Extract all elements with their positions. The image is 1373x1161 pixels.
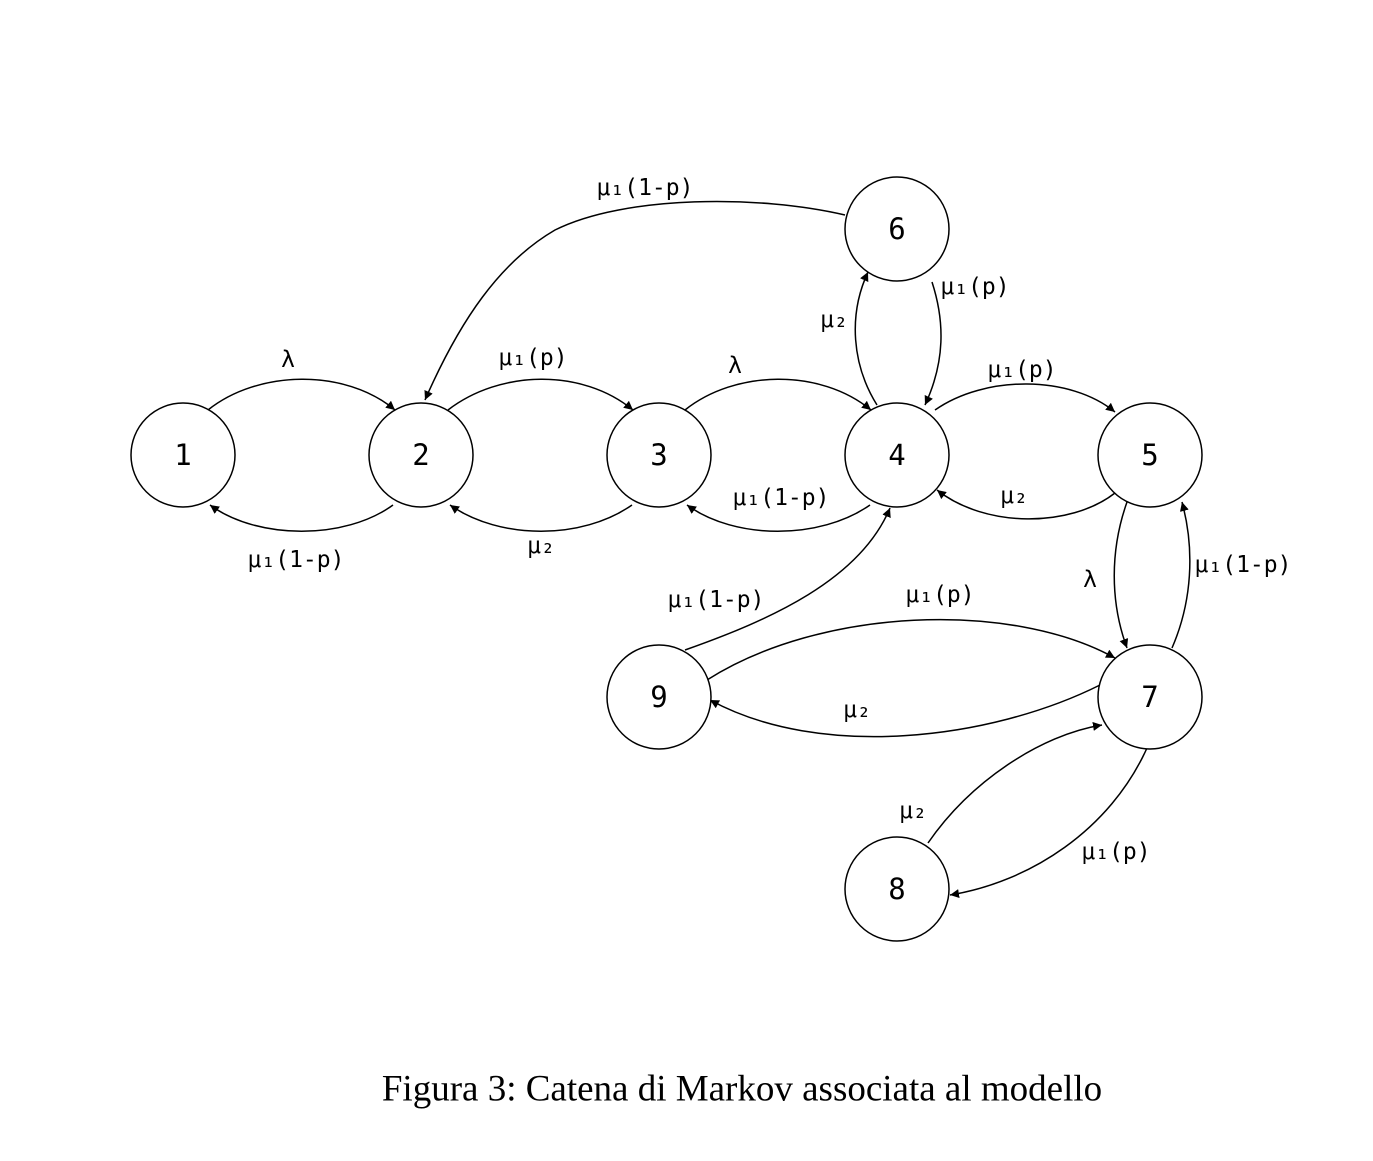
label-9-to-4: μ₁(1-p): [668, 587, 765, 613]
label-4-to-6: μ₂: [820, 307, 848, 333]
label-3-to-2: μ₂: [527, 533, 555, 559]
state-9-label: 9: [650, 680, 667, 714]
state-1-label: 1: [174, 438, 191, 472]
state-9: 9: [606, 644, 712, 750]
edge-3-to-4: [684, 378, 872, 411]
state-5: 5: [1097, 402, 1203, 508]
edge-8-to-7: [927, 721, 1103, 844]
edge-4-to-5: [934, 383, 1116, 413]
state-2-label: 2: [412, 438, 429, 472]
state-1: 1: [130, 402, 236, 508]
state-4-label: 4: [888, 438, 905, 472]
state-8-label: 8: [888, 872, 905, 906]
label-3-to-4: λ: [728, 353, 742, 379]
state-4: 4: [844, 402, 950, 508]
edge-1-to-2: [207, 378, 396, 411]
label-2-to-3: μ₁(p): [498, 345, 567, 371]
edge-7-to-9: [709, 684, 1101, 738]
edge-9-to-4: [684, 507, 891, 651]
edge-6-to-4: [924, 281, 942, 406]
edge-2-to-3: [447, 378, 634, 411]
edge-3-to-2: [449, 504, 633, 532]
transition-labels: λ μ₁(1-p) μ₁(p) μ₂ λ μ₁(1-p) μ₁(p) μ₂ μ₂…: [248, 175, 1292, 865]
label-6-to-2: μ₁(1-p): [597, 175, 694, 201]
label-2-to-1: μ₁(1-p): [248, 547, 345, 573]
state-6: 6: [844, 176, 950, 282]
label-6-to-4: μ₁(p): [940, 274, 1009, 300]
transitions: [207, 200, 1191, 898]
edge-4-to-3: [686, 504, 871, 532]
state-3-label: 3: [650, 438, 667, 472]
state-3: 3: [606, 402, 712, 508]
label-4-to-3: μ₁(1-p): [733, 485, 830, 511]
edge-9-to-7: [706, 618, 1116, 681]
states: 1 2 3 4 5 6 7 8: [130, 176, 1203, 942]
label-9-to-7: μ₁(p): [905, 582, 974, 608]
state-5-label: 5: [1141, 438, 1158, 472]
state-7: 7: [1097, 644, 1203, 750]
label-7-to-8: μ₁(p): [1081, 839, 1150, 865]
edge-7-to-8: [949, 747, 1148, 898]
state-8: 8: [844, 836, 950, 942]
label-5-to-4: μ₂: [1000, 483, 1028, 509]
edge-5-to-7: [1113, 501, 1129, 649]
edge-2-to-1: [209, 504, 394, 532]
label-7-to-5: μ₁(1-p): [1195, 552, 1292, 578]
edge-5-to-4: [936, 489, 1116, 520]
edge-7-to-5: [1171, 501, 1191, 649]
label-5-to-7: λ: [1083, 567, 1097, 593]
label-4-to-5: μ₁(p): [987, 357, 1056, 383]
edge-4-to-6: [854, 271, 878, 406]
edge-6-to-2: [424, 200, 846, 401]
figure-caption: Figura 3: Catena di Markov associata al …: [382, 1069, 1102, 1110]
state-7-label: 7: [1141, 680, 1158, 714]
state-6-label: 6: [888, 212, 905, 246]
label-8-to-7: μ₂: [899, 798, 927, 824]
label-1-to-2: λ: [281, 347, 295, 373]
label-7-to-9: μ₂: [843, 697, 871, 723]
state-2: 2: [368, 402, 474, 508]
